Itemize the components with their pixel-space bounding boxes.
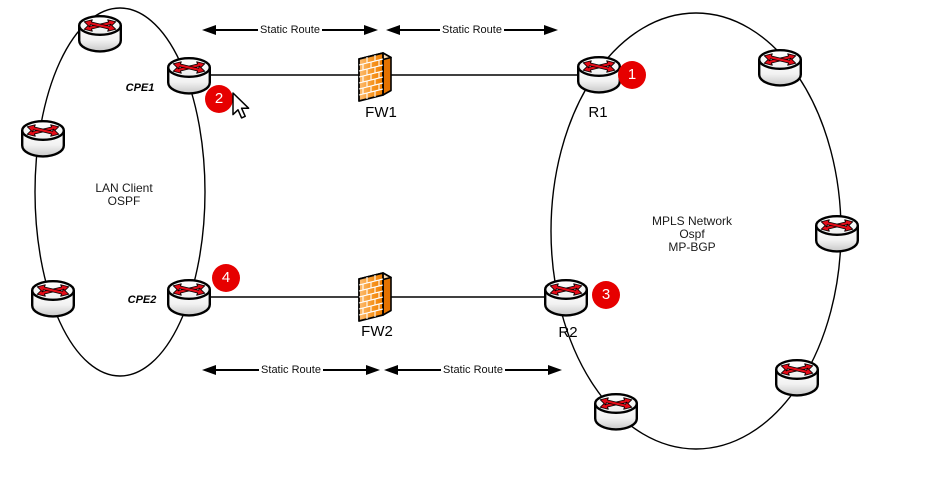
router-icon-cpe1 bbox=[166, 57, 212, 95]
arrowhead-right-icon bbox=[366, 365, 381, 375]
arrowhead-left-icon bbox=[386, 25, 400, 35]
mpls-network-label: MPLS Network Ospf MP-BGP bbox=[636, 215, 748, 254]
mpls-label-line2: Ospf bbox=[679, 227, 705, 241]
mpls-label-line1: MPLS Network bbox=[651, 214, 733, 228]
fw1-label: FW1 bbox=[365, 104, 397, 121]
arrow-line bbox=[216, 29, 259, 31]
arrowhead-right-icon bbox=[364, 25, 379, 35]
static-route-arrow-top-left: Static Route bbox=[202, 24, 379, 36]
router-icon-mpls-top bbox=[758, 49, 802, 87]
arrowhead-left-icon bbox=[384, 365, 398, 375]
arrow-line bbox=[503, 29, 545, 31]
cpe2-label: CPE2 bbox=[127, 294, 157, 306]
arrowhead-left-icon bbox=[202, 25, 216, 35]
arrow-line bbox=[322, 369, 367, 371]
step-badge-4: 4 bbox=[212, 264, 240, 292]
arrow-line bbox=[400, 29, 441, 31]
firewall-icon-fw2 bbox=[358, 272, 392, 322]
arrowhead-left-icon bbox=[202, 365, 216, 375]
arrow-line bbox=[398, 369, 442, 371]
arrow-line bbox=[321, 29, 365, 31]
lan-label-line1: LAN Client bbox=[95, 181, 153, 195]
arrow-line bbox=[504, 369, 549, 371]
r2-label: R2 bbox=[558, 324, 578, 341]
router-icon-r1 bbox=[577, 56, 621, 94]
lan-network-ring bbox=[34, 7, 206, 377]
router-icon-r2 bbox=[544, 279, 588, 317]
step-badge-2: 2 bbox=[205, 85, 233, 113]
router-icon-lan-top bbox=[77, 15, 123, 53]
static-route-label: Static Route bbox=[443, 364, 503, 376]
static-route-label: Static Route bbox=[261, 364, 321, 376]
static-route-label: Static Route bbox=[442, 24, 502, 36]
r1-label: R1 bbox=[588, 104, 608, 121]
mpls-label-line3: MP-BGP bbox=[668, 240, 716, 254]
step-badge-1: 1 bbox=[618, 61, 646, 89]
router-icon-mpls-bottom-right bbox=[775, 359, 819, 397]
router-icon-mpls-right bbox=[815, 214, 859, 253]
firewall-icon-fw1 bbox=[358, 52, 392, 102]
cpe1-label: CPE1 bbox=[125, 82, 155, 94]
static-route-label: Static Route bbox=[260, 24, 320, 36]
arrowhead-right-icon bbox=[544, 25, 559, 35]
router-icon-lan-bottom-left bbox=[31, 280, 76, 318]
static-route-arrow-bottom-right: Static Route bbox=[384, 364, 563, 376]
step-badge-3: 3 bbox=[592, 281, 620, 309]
lan-label-line2: OSPF bbox=[107, 194, 141, 208]
fw2-label: FW2 bbox=[361, 323, 393, 340]
router-icon-mpls-bottom bbox=[594, 393, 638, 431]
mouse-cursor bbox=[232, 92, 250, 119]
static-route-arrow-bottom-left: Static Route bbox=[202, 364, 381, 376]
router-icon-lan-left bbox=[21, 119, 65, 158]
lan-network-label: LAN Client OSPF bbox=[64, 182, 184, 208]
arrow-line bbox=[216, 369, 260, 371]
static-route-arrow-top-right: Static Route bbox=[386, 24, 559, 36]
arrowhead-right-icon bbox=[548, 365, 563, 375]
